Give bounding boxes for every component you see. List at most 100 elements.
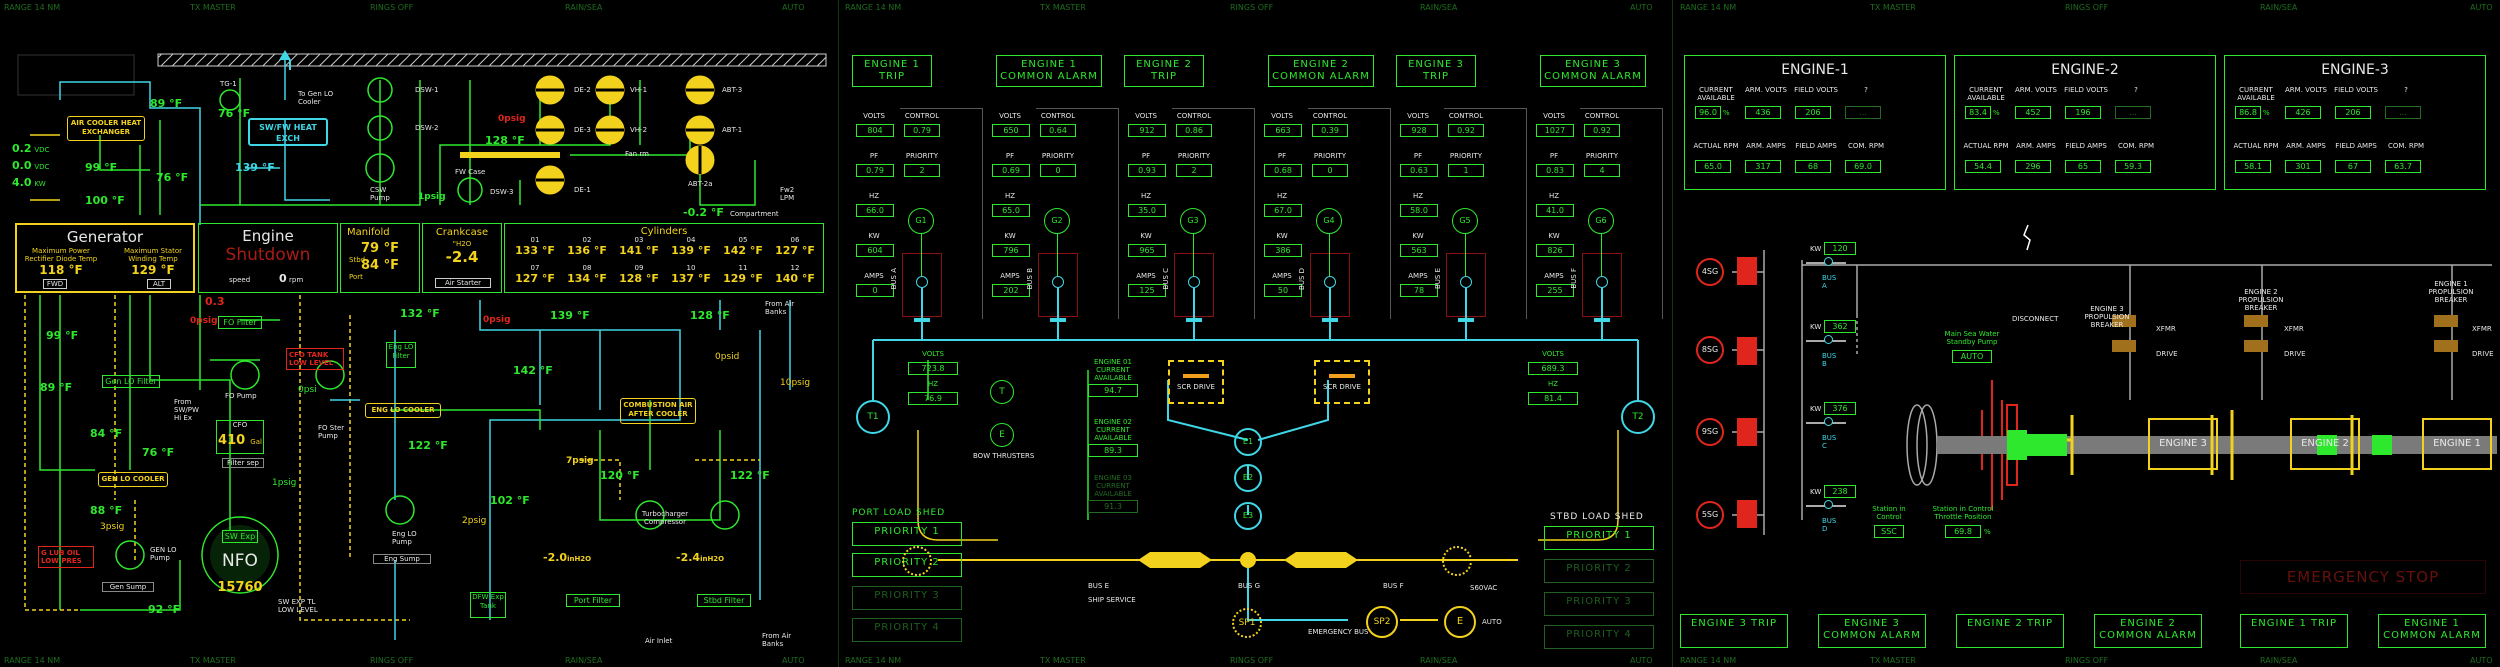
t1-hz-value: 76.9 bbox=[908, 392, 958, 405]
engine-3-trip-button[interactable]: ENGINE 3 TRIP bbox=[1396, 55, 1476, 87]
generator-6-button[interactable]: G6 bbox=[1588, 208, 1614, 234]
gen-control-value[interactable]: 0.86 bbox=[1176, 124, 1212, 137]
engine-3-box[interactable]: ENGINE 3 bbox=[2148, 418, 2218, 470]
filter-sep[interactable]: Filter sep bbox=[222, 458, 264, 468]
motor-e1[interactable]: E1 bbox=[1234, 428, 1262, 456]
gen-lo-cooler[interactable]: GEN LO COOLER bbox=[98, 472, 168, 487]
gen-breaker[interactable] bbox=[1052, 276, 1064, 288]
engine-2-trip-button[interactable]: ENGINE 2 TRIP bbox=[1124, 55, 1204, 87]
gen-control-value[interactable]: 0.92 bbox=[1584, 124, 1620, 137]
stbd-priority-2[interactable]: PRIORITY 2 bbox=[1544, 559, 1654, 583]
transformer-t2[interactable]: T2 bbox=[1621, 400, 1655, 434]
engine-2-common-alarm-button[interactable]: ENGINE 2 COMMON ALARM bbox=[1268, 55, 1374, 87]
gen-pf-value: 0.69 bbox=[992, 164, 1030, 177]
sw-exp[interactable]: SW Exp bbox=[222, 530, 258, 543]
emergency-stop-button[interactable]: EMERGENCY STOP bbox=[2240, 560, 2486, 594]
sg-button[interactable]: 9SG bbox=[1696, 418, 1724, 446]
engine-1-trip-button[interactable]: ENGINE 1 TRIP bbox=[2240, 614, 2348, 648]
generator-4-button[interactable]: G4 bbox=[1316, 208, 1342, 234]
sg-breaker[interactable] bbox=[1824, 257, 1833, 266]
gen-lo-filter[interactable]: Gen LO Filter bbox=[102, 375, 160, 388]
fwd-button[interactable]: FWD bbox=[43, 279, 67, 289]
transformer-t1[interactable]: T1 bbox=[856, 400, 890, 434]
gen-priority-value[interactable]: 0 bbox=[1312, 164, 1348, 177]
gen-control-value[interactable]: 0.64 bbox=[1040, 124, 1076, 137]
standby-pump-value[interactable]: AUTO bbox=[1952, 350, 1992, 363]
cfo-tank[interactable]: CFO 410 Gal bbox=[216, 420, 264, 454]
engine-1-common-alarm-button[interactable]: ENGINE 1 COMMON ALARM bbox=[2378, 614, 2486, 648]
sg-breaker[interactable] bbox=[1824, 335, 1833, 344]
engine-2-box[interactable]: ENGINE 2 bbox=[2290, 418, 2360, 470]
sg-button[interactable]: 4SG bbox=[1696, 258, 1724, 286]
gen-breaker[interactable] bbox=[1188, 276, 1200, 288]
eng-lo-filter[interactable]: Eng LO Filter bbox=[386, 342, 416, 368]
motor-e2[interactable]: E2 bbox=[1234, 464, 1262, 492]
generator-2-button[interactable]: G2 bbox=[1044, 208, 1070, 234]
from-swpw-label: From SW/PW Hi Ex bbox=[174, 398, 199, 422]
sg-breaker[interactable] bbox=[1824, 417, 1833, 426]
gen-control-value[interactable]: 0.79 bbox=[904, 124, 940, 137]
gen-priority-value[interactable]: 2 bbox=[1176, 164, 1212, 177]
air-cooler-heat-exchanger[interactable]: AIR COOLER HEAT EXCHANGER bbox=[67, 116, 145, 141]
engine-3-common-alarm-button[interactable]: ENGINE 3 COMMON ALARM bbox=[1540, 55, 1646, 87]
eng-lo-cooler[interactable]: ENG LO COOLER bbox=[365, 403, 441, 418]
combustion-air-after-cooler[interactable]: COMBUSTION AIR AFTER COOLER bbox=[620, 398, 696, 424]
motor-e3[interactable]: E3 bbox=[1234, 502, 1262, 530]
gen-priority-value[interactable]: 4 bbox=[1584, 164, 1620, 177]
fo-filter[interactable]: FO Filter bbox=[218, 316, 262, 329]
engine-3-trip-button[interactable]: ENGINE 3 TRIP bbox=[1680, 614, 1788, 648]
dfw-exp-tank[interactable]: DFW Exp Tank bbox=[470, 592, 506, 618]
bow-thruster-t[interactable]: T bbox=[990, 380, 1014, 404]
sp1-button[interactable]: SP1 bbox=[1232, 608, 1262, 638]
bow-thrusters-label: BOW THRUSTERS bbox=[973, 452, 1035, 460]
strip-text: TX MASTER bbox=[1040, 3, 1086, 12]
stbd-priority-3[interactable]: PRIORITY 3 bbox=[1544, 592, 1654, 616]
sg-button[interactable]: 8SG bbox=[1696, 336, 1724, 364]
port-priority-1[interactable]: PRIORITY 1 bbox=[852, 522, 962, 546]
generator-3-button[interactable]: G3 bbox=[1180, 208, 1206, 234]
engine-3-common-alarm-button[interactable]: ENGINE 3 COMMON ALARM bbox=[1818, 614, 1926, 648]
strip-text: TX MASTER bbox=[1040, 656, 1086, 665]
engine-unknown: ... bbox=[2115, 106, 2151, 119]
swfw-heat-exchanger[interactable]: SW/FW HEAT EXCH bbox=[248, 118, 328, 146]
alt-button[interactable]: ALT bbox=[147, 279, 171, 289]
port-filter[interactable]: Port Filter bbox=[566, 594, 620, 607]
sp2-button[interactable]: SP2 bbox=[1366, 606, 1398, 638]
engine-1-common-alarm-button[interactable]: ENGINE 1 COMMON ALARM bbox=[996, 55, 1102, 87]
scr-drive-2[interactable]: SCR DRIVE bbox=[1314, 360, 1370, 404]
engine-arm-volts: 452 bbox=[2015, 106, 2051, 119]
generator-1-button[interactable]: G1 bbox=[908, 208, 934, 234]
emergency-generator[interactable]: E bbox=[1444, 606, 1476, 638]
generator-5-button[interactable]: G5 bbox=[1452, 208, 1478, 234]
gen-control-value[interactable]: 0.39 bbox=[1312, 124, 1348, 137]
stbd-priority-4[interactable]: PRIORITY 4 bbox=[1544, 625, 1654, 649]
gen-priority-value[interactable]: 0 bbox=[1040, 164, 1076, 177]
port-priority-3[interactable]: PRIORITY 3 bbox=[852, 586, 962, 610]
stbd-priority-1[interactable]: PRIORITY 1 bbox=[1544, 526, 1654, 550]
engine-2-trip-button[interactable]: ENGINE 2 TRIP bbox=[1956, 614, 2064, 648]
bus-f-breaker[interactable] bbox=[1442, 546, 1472, 576]
bus-e-breaker[interactable] bbox=[902, 546, 932, 576]
gen-priority-value[interactable]: 2 bbox=[904, 164, 940, 177]
engine-1-trip-button[interactable]: ENGINE 1 TRIP bbox=[852, 55, 932, 87]
gen-breaker[interactable] bbox=[1324, 276, 1336, 288]
gen-breaker[interactable] bbox=[916, 276, 928, 288]
gen-priority-value[interactable]: 1 bbox=[1448, 164, 1484, 177]
sg-breaker[interactable] bbox=[1824, 500, 1833, 509]
engine-title: Engine bbox=[242, 227, 294, 245]
sg-button[interactable]: 5SG bbox=[1696, 501, 1724, 529]
bow-thruster-e[interactable]: E bbox=[990, 423, 1014, 447]
stbd-filter[interactable]: Stbd Filter bbox=[697, 594, 751, 607]
gen-breaker[interactable] bbox=[1460, 276, 1472, 288]
air-starter-button[interactable]: Air Starter bbox=[435, 278, 491, 288]
scr-drive-1[interactable]: SCR DRIVE bbox=[1168, 360, 1224, 404]
engine-2-common-alarm-button[interactable]: ENGINE 2 COMMON ALARM bbox=[2094, 614, 2202, 648]
gen-sump[interactable]: Gen Sump bbox=[102, 582, 154, 592]
eng-sump[interactable]: Eng Sump bbox=[373, 554, 431, 564]
cfo-unit: Gal bbox=[250, 438, 262, 446]
generator-panel[interactable]: Generator Maximum Power Rectifier Diode … bbox=[15, 223, 195, 293]
engine-1-box[interactable]: ENGINE 1 bbox=[2422, 418, 2492, 470]
gen-breaker[interactable] bbox=[1596, 276, 1608, 288]
gen-control-value[interactable]: 0.92 bbox=[1448, 124, 1484, 137]
port-priority-4[interactable]: PRIORITY 4 bbox=[852, 618, 962, 642]
